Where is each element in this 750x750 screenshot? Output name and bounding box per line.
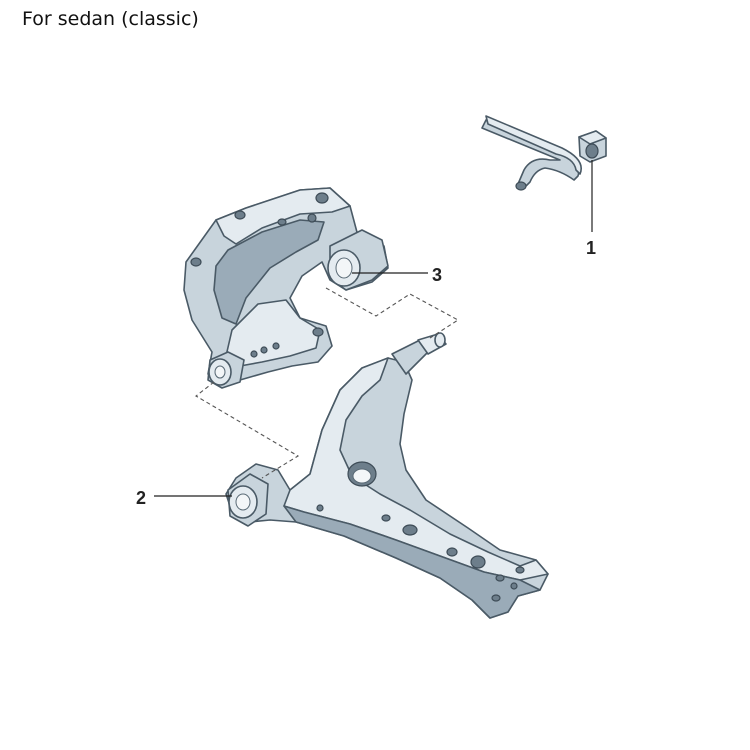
callout-1-label: 1 [586,238,596,258]
diagram-caption: For sedan (classic) [22,8,199,30]
stabilizer-bar [481,115,582,191]
subframe-bracket [183,187,389,385]
callout-2-label: 2 [136,488,146,508]
bracket-bushing-front [207,351,245,389]
assembly-line-rear [325,287,460,339]
control-arm [225,357,549,619]
ball-joint-stud [391,332,447,375]
control-arm-bushing [227,473,269,527]
stabilizer-bush [578,130,607,163]
bracket-bushing-rear [327,229,389,291]
callout-3-label: 3 [432,265,442,285]
assembly-line-front [195,381,300,479]
